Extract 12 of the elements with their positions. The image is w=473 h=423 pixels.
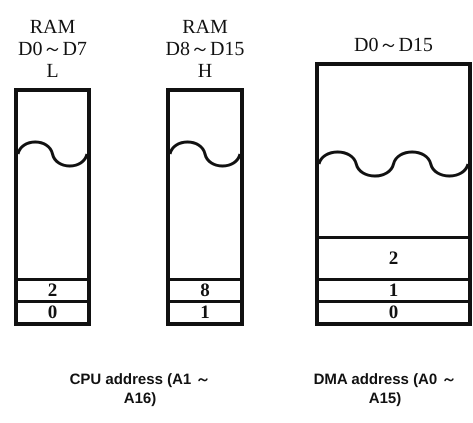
address-range-label: CPU address (A1 ～ A16) (68, 370, 212, 408)
address-number: 8 (200, 280, 210, 301)
address-number: 2 (48, 280, 58, 301)
address-number: 2 (388, 248, 398, 269)
column-heading: D0～D15 (353, 34, 434, 56)
address-number: 1 (388, 280, 398, 301)
column-heading: RAM D0～D7 L (17, 16, 88, 82)
address-number: 0 (388, 302, 398, 323)
address-range-label: DMA address (A0 ～ A15) (312, 370, 458, 408)
address-number: 0 (48, 302, 58, 323)
address-number: 1 (200, 302, 210, 323)
column-heading: RAM D8～D15 H (164, 16, 246, 82)
